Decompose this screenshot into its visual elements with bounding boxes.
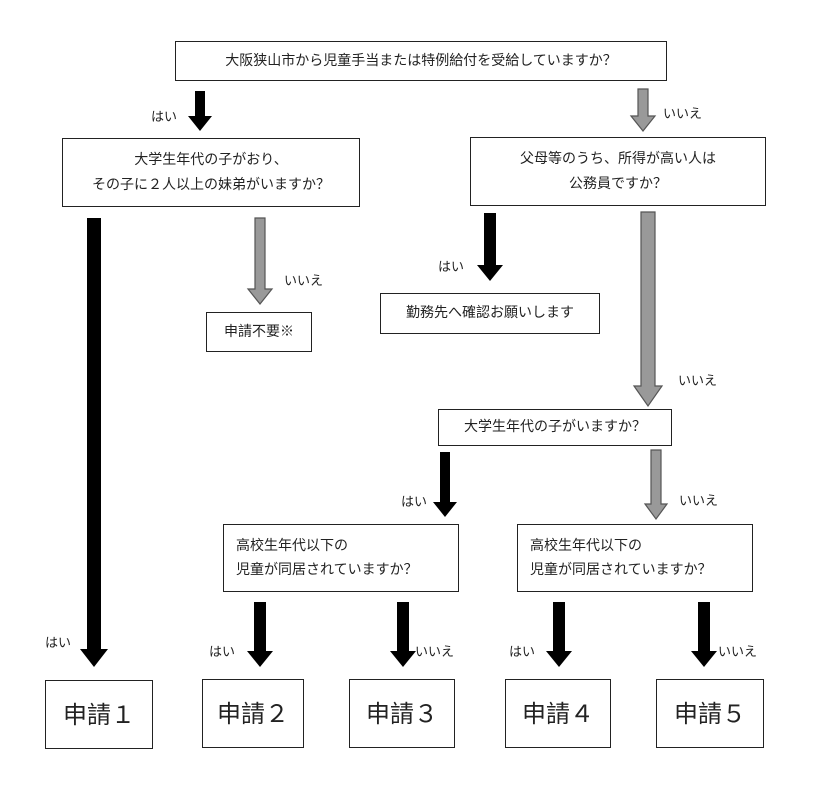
arrow-q4-no	[643, 449, 669, 521]
outcome-application-5-text: 申請５	[674, 699, 746, 728]
arrow-q5-yes	[247, 602, 273, 667]
question-high-school-child-right-line2: 児童が同居されていますか？	[530, 562, 712, 578]
outcome-application-1-text: 申請１	[63, 700, 135, 729]
arrow-q1-no	[629, 88, 657, 132]
label-yes-q1: はい	[151, 110, 178, 125]
arrow-q6-no	[691, 602, 717, 667]
arrow-q1-yes	[188, 91, 212, 131]
label-no-q1: いいえ	[663, 107, 703, 122]
arrow-q6-yes	[546, 602, 572, 667]
label-yes-q5: はい	[209, 645, 236, 660]
label-no-q2: いいえ	[284, 274, 324, 289]
outcome-application-5: 申請５	[656, 679, 764, 748]
question-civil-servant-line2: 公務員ですか？	[569, 175, 667, 192]
label-no-q5: いいえ	[415, 645, 455, 660]
outcome-no-application-text: 申請不要※	[224, 323, 294, 340]
arrow-q2-no	[246, 217, 274, 305]
label-yes-q2: はい	[45, 636, 72, 651]
question-high-school-child-left: 高校生年代以下の 児童が同居されていますか？	[223, 524, 459, 592]
question-university-child-siblings-line1: 大学生年代の子がおり、	[134, 152, 288, 168]
outcome-application-4: 申請４	[505, 679, 611, 748]
label-yes-q3: はい	[438, 260, 465, 275]
question-high-school-child-right-line1: 高校生年代以下の	[530, 537, 642, 554]
question-high-school-child-left-line2: 児童が同居されていますか？	[236, 562, 418, 578]
label-no-q3: いいえ	[678, 374, 718, 389]
question-receiving-allowance: 大阪狭山市から児童手当または特例給付を受給していますか？	[175, 41, 667, 81]
question-university-child-text: 大学生年代の子がいますか？	[464, 419, 646, 436]
question-university-child-siblings-line2: その子に２人以上の妹弟がいますか？	[92, 176, 330, 193]
outcome-application-4-text: 申請４	[522, 699, 594, 728]
outcome-application-1: 申請１	[45, 680, 153, 749]
question-receiving-allowance-text: 大阪狭山市から児童手当または特例給付を受給していますか？	[225, 52, 617, 69]
question-university-child: 大学生年代の子がいますか？	[438, 409, 672, 446]
question-civil-servant-line1: 父母等のうち、所得が高い人は	[520, 151, 716, 167]
outcome-application-3: 申請３	[349, 679, 455, 748]
arrow-q3-no	[632, 211, 664, 408]
arrow-q2-yes-to-app1	[80, 218, 108, 667]
question-high-school-child-right: 高校生年代以下の 児童が同居されていますか？	[517, 524, 753, 592]
label-no-q6: いいえ	[718, 645, 758, 660]
arrow-q4-yes	[433, 452, 457, 517]
outcome-application-3-text: 申請３	[366, 699, 438, 728]
label-no-q4: いいえ	[679, 494, 719, 509]
arrow-q5-no	[390, 602, 416, 667]
label-yes-q4: はい	[401, 495, 428, 510]
outcome-no-application: 申請不要※	[206, 312, 312, 352]
question-high-school-child-left-line1: 高校生年代以下の	[236, 537, 348, 554]
outcome-contact-employer: 勤務先へ確認お願いします	[380, 293, 600, 334]
outcome-application-2: 申請２	[202, 679, 304, 748]
label-yes-q6: はい	[509, 645, 536, 660]
question-university-child-siblings: 大学生年代の子がおり、 その子に２人以上の妹弟がいますか？	[62, 138, 360, 207]
outcome-contact-employer-text: 勤務先へ確認お願いします	[406, 305, 574, 322]
question-civil-servant: 父母等のうち、所得が高い人は 公務員ですか？	[470, 137, 766, 206]
arrow-q3-yes	[477, 213, 503, 281]
outcome-application-2-text: 申請２	[217, 699, 289, 728]
